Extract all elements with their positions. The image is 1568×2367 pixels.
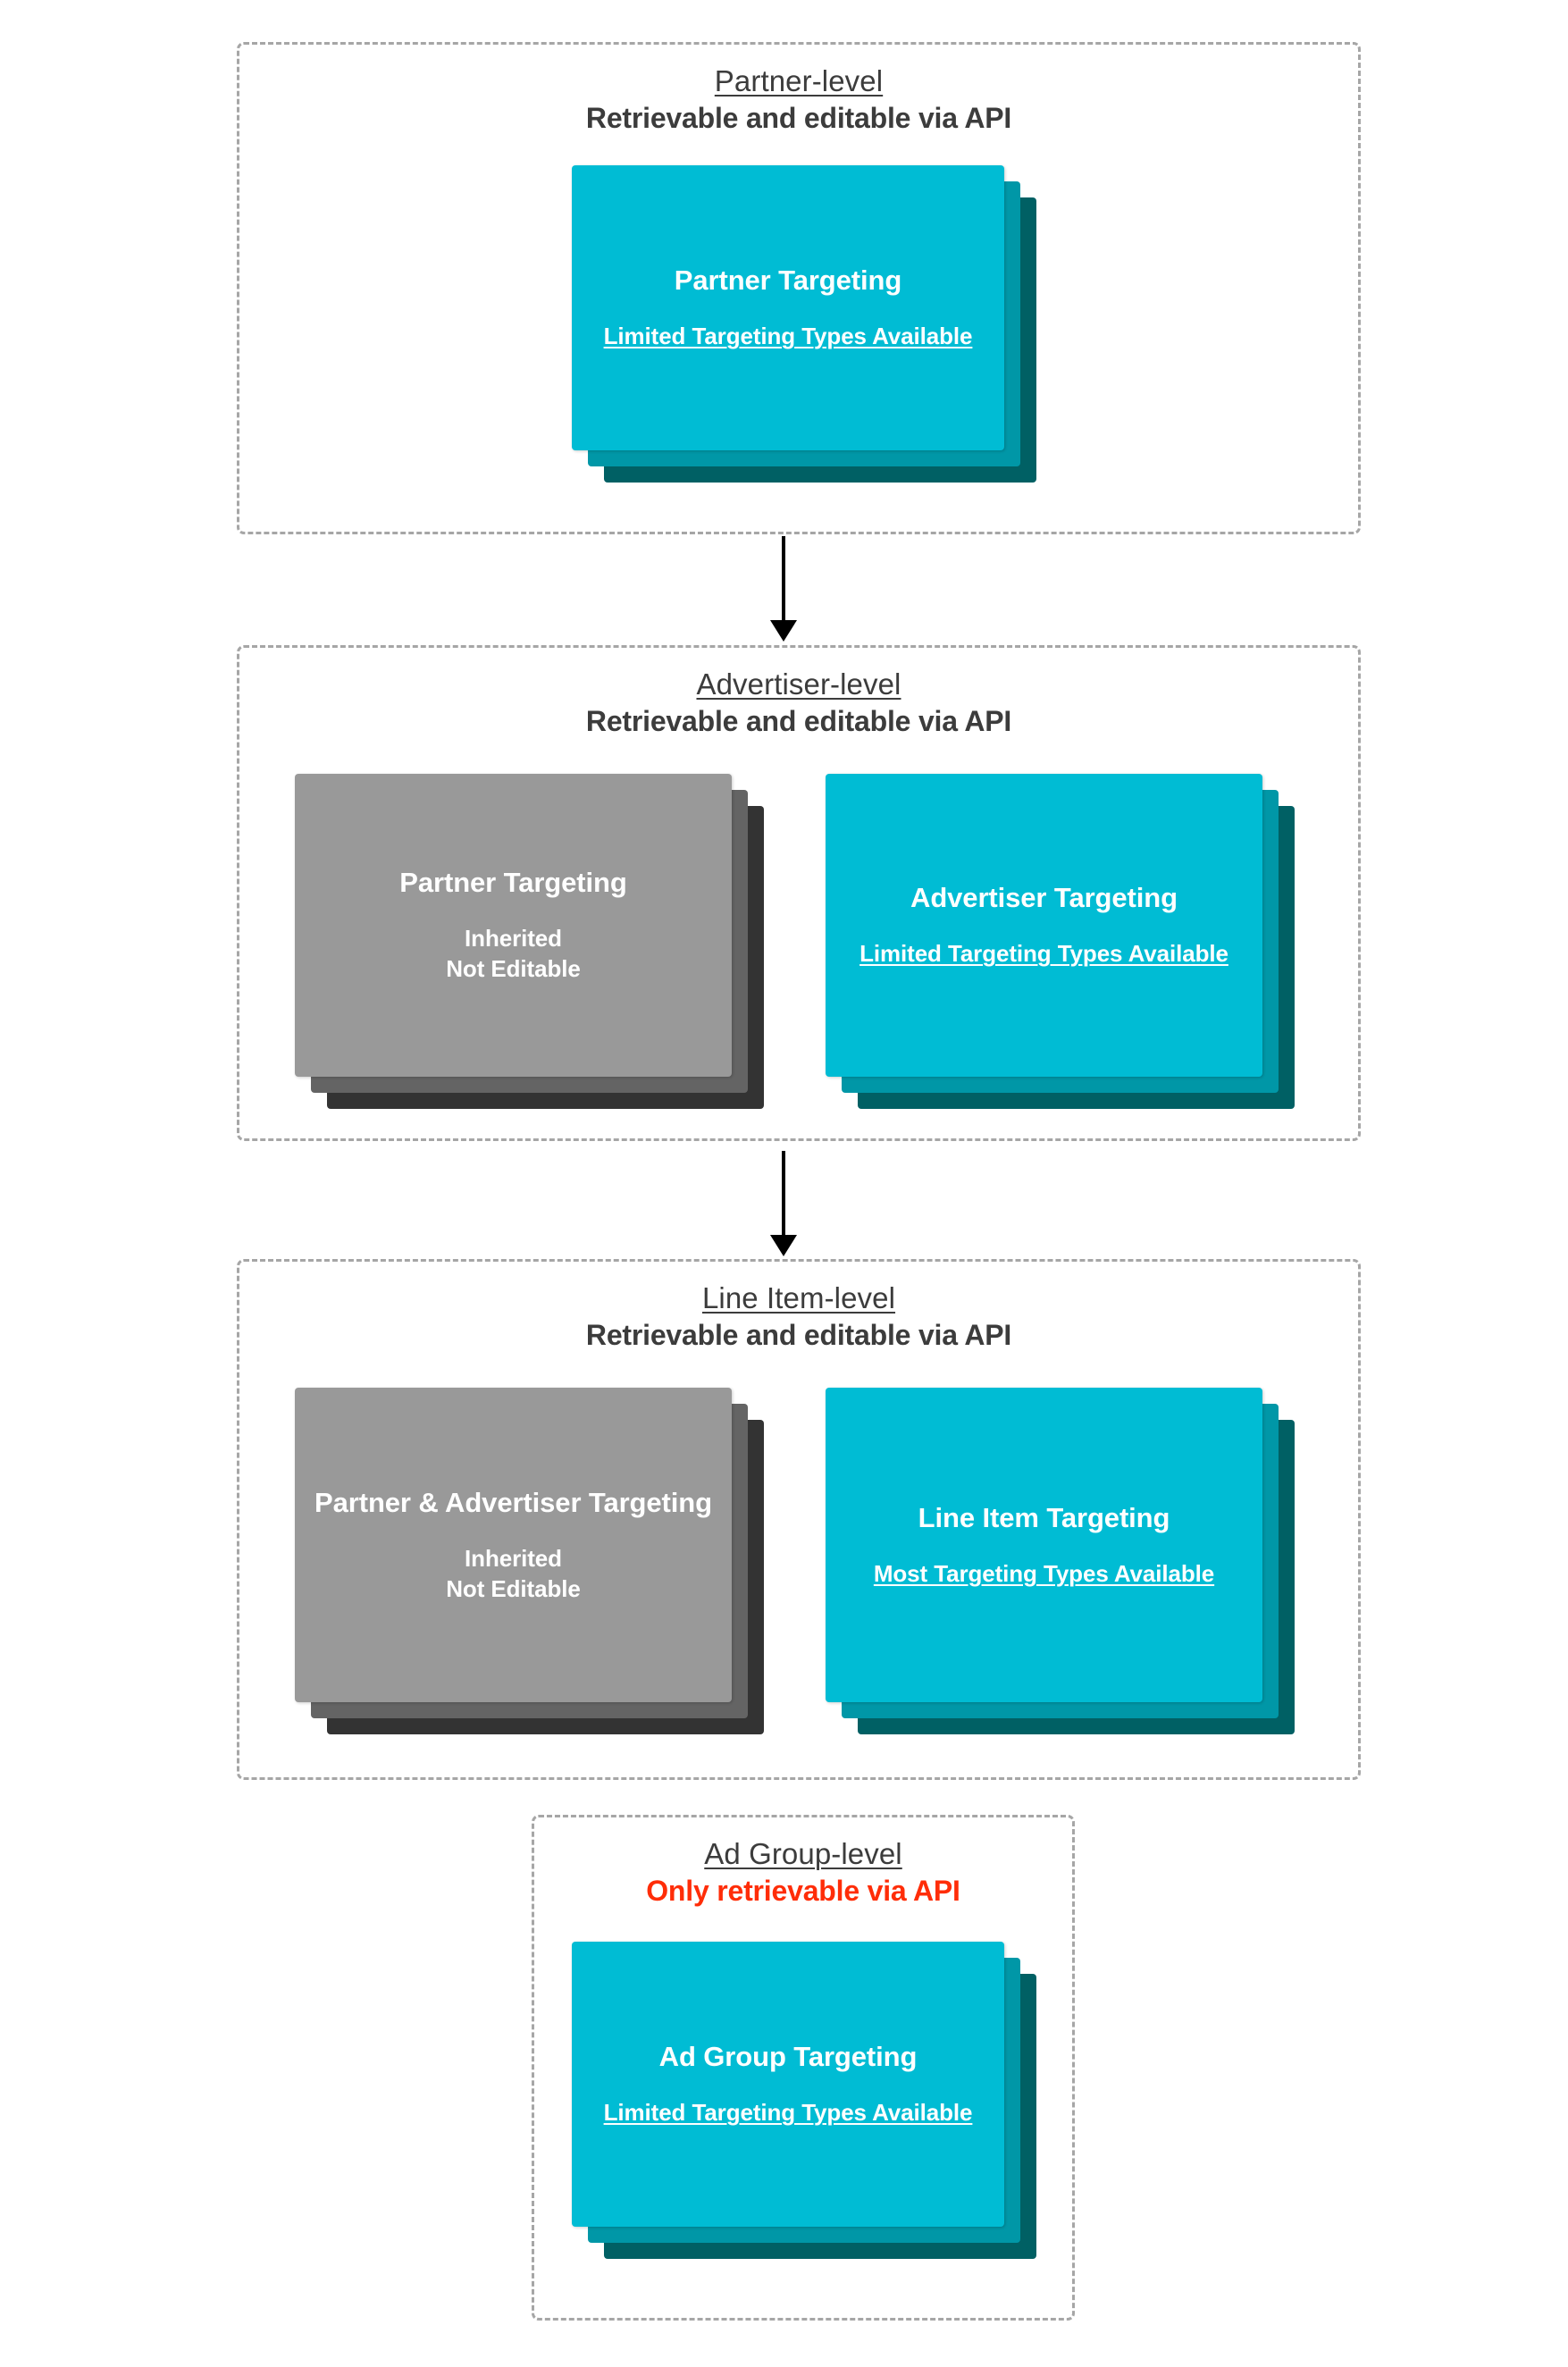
- level-header-partner: Partner-level Retrievable and editable v…: [239, 64, 1358, 136]
- arrow-head-icon: [770, 620, 797, 642]
- level-subtitle-line-item: Retrievable and editable via API: [585, 1319, 1012, 1352]
- card-title: Partner Targeting: [399, 867, 627, 899]
- level-subtitle-advertiser: Retrievable and editable via API: [585, 705, 1012, 738]
- card-title: Partner & Advertiser Targeting: [314, 1486, 712, 1518]
- level-header-line-item: Line Item-level Retrievable and editable…: [239, 1281, 1358, 1353]
- level-title-advertiser: Advertiser-level: [696, 667, 901, 701]
- level-subtitle-partner: Retrievable and editable via API: [585, 102, 1012, 135]
- arrow-shaft: [782, 1151, 785, 1237]
- card-note: Limited Targeting Types Available: [603, 323, 973, 350]
- card-note: Limited Targeting Types Available: [603, 2099, 973, 2127]
- level-box-ad-group: Ad Group-level Only retrievable via API …: [532, 1815, 1075, 2321]
- connector-partner-to-advertiser: [767, 536, 800, 642]
- arrow-shaft: [782, 536, 785, 622]
- card-title: Ad Group Targeting: [658, 2041, 918, 2073]
- level-box-line-item: Line Item-level Retrievable and editable…: [237, 1259, 1361, 1780]
- connector-advertiser-to-line-item: [767, 1151, 800, 1256]
- card-note: Inherited Not Editable: [446, 1544, 581, 1602]
- level-title-ad-group: Ad Group-level: [704, 1837, 902, 1870]
- card-stack-inherited-partner-advertiser-targeting: Partner & Advertiser Targeting Inherited…: [295, 1388, 764, 1734]
- card-partner-targeting: Partner Targeting Limited Targeting Type…: [572, 165, 1004, 450]
- card-line-item-targeting: Line Item Targeting Most Targeting Types…: [826, 1388, 1262, 1702]
- card-stack-advertiser-targeting: Advertiser Targeting Limited Targeting T…: [826, 774, 1295, 1109]
- card-stack-partner-targeting: Partner Targeting Limited Targeting Type…: [572, 165, 1036, 483]
- card-stack-line-item-targeting: Line Item Targeting Most Targeting Types…: [826, 1388, 1295, 1734]
- level-box-advertiser: Advertiser-level Retrievable and editabl…: [237, 645, 1361, 1141]
- card-stack-ad-group-targeting: Ad Group Targeting Limited Targeting Typ…: [572, 1942, 1036, 2259]
- level-box-partner: Partner-level Retrievable and editable v…: [237, 42, 1361, 534]
- card-title: Advertiser Targeting: [910, 882, 1178, 914]
- card-note: Limited Targeting Types Available: [859, 940, 1228, 968]
- card-note: Inherited Not Editable: [446, 925, 581, 983]
- card-inherited-partner-targeting: Partner Targeting Inherited Not Editable: [295, 774, 732, 1077]
- arrow-head-icon: [770, 1235, 797, 1256]
- card-inherited-partner-advertiser-targeting: Partner & Advertiser Targeting Inherited…: [295, 1388, 732, 1702]
- card-note: Most Targeting Types Available: [873, 1559, 1215, 1587]
- level-title-line-item: Line Item-level: [701, 1281, 896, 1314]
- card-stack-inherited-partner-targeting: Partner Targeting Inherited Not Editable: [295, 774, 764, 1109]
- level-header-ad-group: Ad Group-level Only retrievable via API: [534, 1837, 1072, 1909]
- card-title: Line Item Targeting: [918, 1501, 1170, 1533]
- level-title-partner: Partner-level: [714, 64, 884, 97]
- level-subtitle-ad-group: Only retrievable via API: [646, 1875, 960, 1908]
- level-header-advertiser: Advertiser-level Retrievable and editabl…: [239, 667, 1358, 739]
- card-advertiser-targeting: Advertiser Targeting Limited Targeting T…: [826, 774, 1262, 1077]
- card-title: Partner Targeting: [674, 264, 902, 297]
- card-ad-group-targeting: Ad Group Targeting Limited Targeting Typ…: [572, 1942, 1004, 2227]
